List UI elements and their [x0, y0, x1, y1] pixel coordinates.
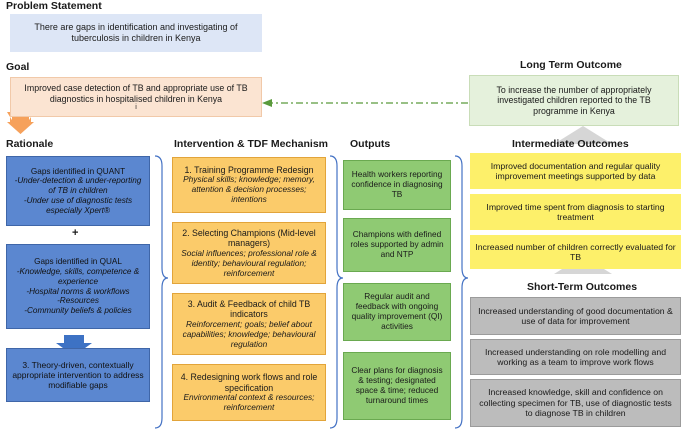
long-term-box: To increase the number of appropriately … — [469, 75, 679, 126]
qual-gaps-box: Gaps identified in QUAL -Knowledge, skil… — [6, 244, 150, 329]
problem-statement-title: Problem Statement — [6, 0, 102, 12]
quant-item: -Under-detection & under-reporting of TB… — [14, 176, 142, 196]
rationale-title: Rationale — [6, 138, 54, 150]
intermediate-title: Intermediate Outcomes — [512, 138, 629, 150]
intermediate-text: Improved time spent from diagnosis to st… — [486, 201, 665, 222]
output-box-4: Clear plans for diagnosis & testing; des… — [343, 352, 451, 420]
goal-box: Improved case detection of TB and approp… — [10, 77, 262, 117]
short-term-text: Increased understanding of good document… — [478, 305, 673, 326]
intermediate-text: Increased number of children correctly e… — [475, 241, 676, 262]
intervention-detail: Physical skills; knowledge; memory, atte… — [183, 174, 315, 205]
goal-title: Goal — [6, 61, 30, 73]
output-box-2: Champions with defined roles supported b… — [343, 218, 451, 272]
intervention-bracket — [329, 155, 344, 429]
theory-box: 3. Theory-driven, contextually appropria… — [6, 348, 150, 402]
quant-item: -Under use of diagnostic tests especiall… — [23, 195, 133, 215]
qual-item: -Hospital norms & workflows — [26, 286, 130, 296]
short-term-box-2: Increased understanding on role modellin… — [470, 339, 681, 375]
qual-to-theory-arrow — [56, 335, 92, 356]
intermediate-box-3: Increased number of children correctly e… — [470, 235, 681, 269]
theory-text: 3. Theory-driven, contextually appropria… — [12, 359, 144, 391]
intervention-box-4: 4. Redesigning work flows and role speci… — [172, 364, 326, 421]
qual-item: -Resources — [57, 296, 99, 306]
intervention-heading: 4. Redesigning work flows and role speci… — [180, 372, 318, 393]
intervention-detail: Reinforcement; goals; belief about capab… — [182, 318, 316, 349]
intervention-detail: Social influences; professional role & i… — [181, 247, 317, 278]
intervention-title: Intervention & TDF Mechanism — [174, 138, 329, 150]
intervention-box-3: 3. Audit & Feedback of child TB indicato… — [172, 293, 326, 355]
intervention-heading: 1. Training Programme Redesign — [184, 164, 314, 175]
output-box-1: Health workers reporting confidence in d… — [343, 160, 451, 210]
long-term-text: To increase the number of appropriately … — [496, 84, 652, 116]
intervention-heading: 3. Audit & Feedback of child TB indicato… — [187, 298, 311, 320]
rationale-bracket — [154, 155, 169, 429]
output-text: Regular audit and feedback with ongoing … — [351, 291, 443, 331]
qual-item: -Knowledge, skills, competence & experie… — [16, 267, 140, 286]
output-text: Health workers reporting confidence in d… — [351, 169, 443, 199]
intervention-heading: 2. Selecting Champions (Mid-level manage… — [182, 227, 316, 249]
short-term-title: Short-Term Outcomes — [527, 281, 638, 293]
outputs-bracket — [454, 155, 469, 429]
problem-statement-box: There are gaps in identification and inv… — [10, 14, 262, 52]
goal-down-arrow-fill — [7, 112, 34, 134]
intermediate-up-triangle — [554, 126, 612, 144]
plus-sign: + — [72, 227, 79, 239]
intervention-detail: Environmental context & resources; reinf… — [183, 392, 315, 413]
output-text: Clear plans for diagnosis & testing; des… — [351, 365, 443, 405]
output-box-3: Regular audit and feedback with ongoing … — [343, 283, 451, 341]
quant-heading: Gaps identified in QUANT — [30, 166, 126, 176]
output-text: Champions with defined roles supported b… — [350, 229, 444, 259]
quant-gaps-box: Gaps identified in QUANT -Under-detectio… — [6, 156, 150, 226]
intermediate-box-2: Improved time spent from diagnosis to st… — [470, 194, 681, 230]
short-term-box-3: Increased knowledge, skill and confidenc… — [470, 379, 681, 427]
intermediate-box-1: Improved documentation and regular quali… — [470, 153, 681, 189]
goal-marker: i — [135, 104, 137, 112]
short-term-text: Increased knowledge, skill and confidenc… — [479, 387, 672, 419]
qual-heading: Gaps identified in QUAL — [34, 257, 122, 267]
intervention-box-1: 1. Training Programme Redesign Physical … — [172, 157, 326, 213]
outputs-title: Outputs — [350, 138, 391, 150]
qual-item: -Community beliefs & policies — [24, 305, 132, 315]
short-term-text: Increased understanding on role modellin… — [484, 346, 667, 367]
intermediate-text: Improved documentation and regular quali… — [490, 160, 661, 181]
short-term-box-1: Increased understanding of good document… — [470, 297, 681, 335]
intervention-box-2: 2. Selecting Champions (Mid-level manage… — [172, 222, 326, 284]
long-term-title: Long Term Outcome — [520, 59, 622, 71]
problem-statement-text: There are gaps in identification and inv… — [34, 22, 238, 43]
goal-text: Improved case detection of TB and approp… — [24, 82, 248, 104]
